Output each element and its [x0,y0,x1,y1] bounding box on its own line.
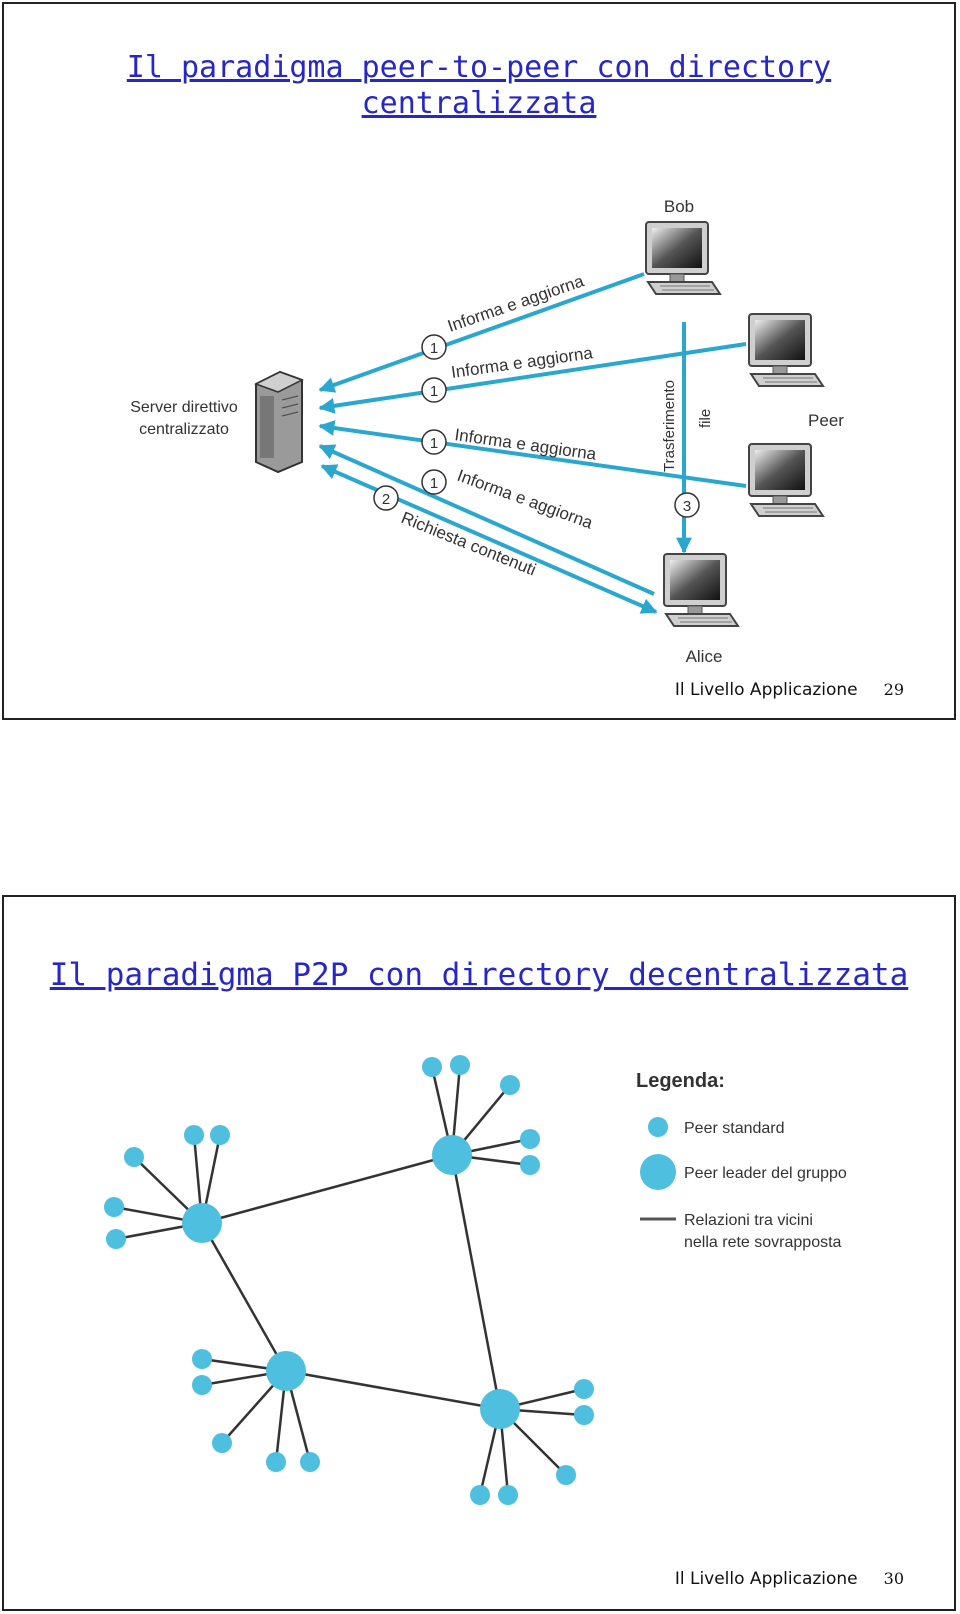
standard-peer-node [212,1433,232,1453]
group-leader-node [266,1351,306,1391]
svg-text:1: 1 [430,435,438,452]
update-arrow-alice [318,444,655,596]
svg-text:1: 1 [430,383,438,400]
update-arrow-peer-1 [318,342,747,414]
slide-29: Il paradigma peer-to-peer con directory … [2,2,956,720]
arrow-label-3: Informa e aggiorna [453,425,597,464]
slide-footer: Il Livello Applicazione 29 [675,680,904,700]
transfer-label-line-2: file [697,409,714,428]
peer-computer-icon [748,313,824,387]
step-badge: 1 [421,334,447,360]
step-badge: 1 [421,377,447,403]
update-arrow-bob [318,272,645,393]
standard-peer-node [266,1452,286,1472]
peer-computer-icon [748,443,824,517]
standard-peer-node [106,1229,126,1249]
legend-leader-swatch [640,1154,676,1190]
bob-computer-icon [645,221,721,295]
standard-peer-node [574,1405,594,1425]
update-arrow-peer-2 [318,420,747,488]
svg-text:2: 2 [382,491,390,508]
standard-peer-node [450,1055,470,1075]
request-label: Richiesta contenuti [399,508,539,579]
slide-title: Il paradigma P2P con directory decentral… [49,957,909,993]
server-icon [254,370,304,474]
standard-peer-node [210,1125,230,1145]
alice-computer-icon [663,553,739,627]
legend-leader-label: Peer leader del gruppo [684,1165,847,1182]
standard-peer-node [520,1129,540,1149]
standard-peer-node [574,1379,594,1399]
legend-relation-label-line-1: Relazioni tra vicini [684,1212,813,1229]
centralized-directory-diagram: Server direttivo centralizzato Bob Alice… [130,197,844,666]
svg-text:1: 1 [430,340,438,357]
svg-text:1: 1 [430,475,438,492]
standard-peer-node [300,1452,320,1472]
slide-title: Il paradigma peer-to-peer con directory … [4,50,954,122]
legend-relation-label-line-2: nella rete sovrapposta [684,1234,842,1251]
standard-peer-node [184,1125,204,1145]
server-label-line-1: Server direttivo [130,399,238,416]
legend-standard-swatch [648,1117,668,1137]
page-number: 30 [883,1569,904,1588]
legend-title: Legenda: [636,1070,725,1092]
transfer-label-line-1: Trasferimento [661,380,678,472]
slide-footer: Il Livello Applicazione 30 [675,1569,904,1589]
step-badge: 3 [674,492,700,518]
standard-peer-node [192,1375,212,1395]
title-line-2: centralizzata [361,86,597,121]
standard-peer-node [500,1075,520,1095]
standard-peer-node [124,1147,144,1167]
server-label-line-2: centralizzato [139,421,229,438]
group-leader-node [432,1135,472,1175]
bob-label: Bob [664,197,694,216]
standard-peer-node [520,1155,540,1175]
step-badge: 2 [373,485,399,511]
footer-text: Il Livello Applicazione [674,1569,858,1589]
standard-peer-node [104,1197,124,1217]
standard-peer-node [422,1057,442,1077]
title-line-1: Il paradigma peer-to-peer con directory [126,50,832,85]
standard-peer-node [498,1485,518,1505]
alice-label: Alice [686,647,723,666]
footer-text: Il Livello Applicazione [674,680,858,700]
slide-30: Il paradigma P2P con directory decentral… [2,895,956,1611]
decentralized-directory-diagram: Legenda: Peer standard Peer leader del g… [104,1055,847,1505]
page-number: 29 [883,680,904,699]
group-leader-node [182,1203,222,1243]
standard-peer-node [556,1465,576,1485]
standard-peer-node [192,1349,212,1369]
step-badge: 1 [421,429,447,455]
legend: Legenda: Peer standard Peer leader del g… [636,1070,847,1251]
arrow-label-4: Informa e aggiorna [455,466,596,533]
peer-label: Peer [808,411,844,430]
legend-standard-label: Peer standard [684,1120,785,1137]
standard-peer-node [470,1485,490,1505]
group-leader-node [480,1389,520,1429]
svg-text:3: 3 [683,498,691,515]
step-badge: 1 [421,469,447,495]
